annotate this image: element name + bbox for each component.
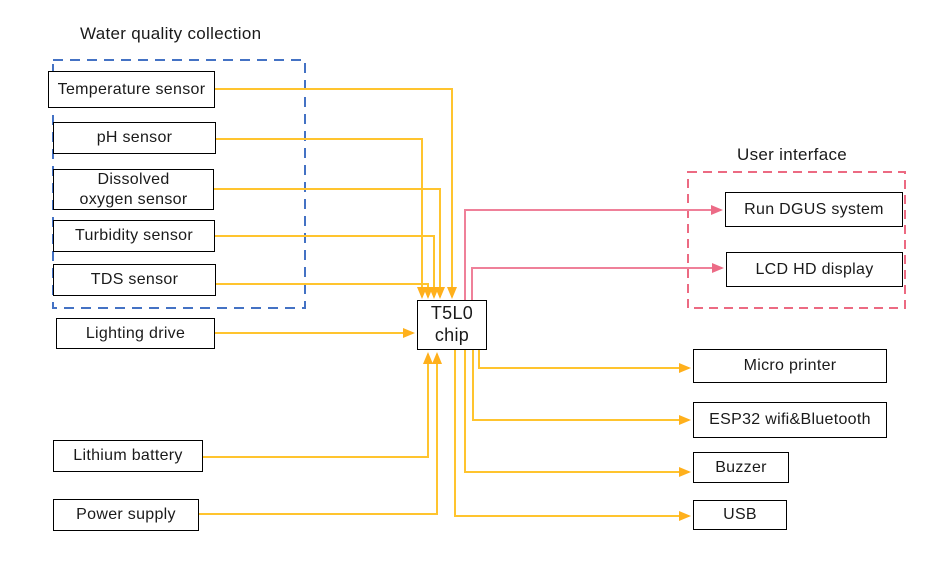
node-label-line2: oxygen sensor [79,190,188,208]
node-lcd-hd-display: LCD HD display [726,252,903,287]
node-label: ESP32 wifi&Bluetooth [709,411,871,429]
node-tds-sensor: TDS sensor [53,264,216,296]
node-label: Micro printer [743,357,837,375]
node-dissolved-oxygen-sensor: Dissolved oxygen sensor [53,169,214,210]
edge-chip-to-lcd [471,263,724,300]
user-interface-group-frame [687,171,906,309]
node-label: Run DGUS system [744,200,884,218]
node-lighting-drive: Lighting drive [56,318,215,349]
edge-turbidity-to-chip [215,235,439,299]
edge-dissolved-oxygen-to-chip [214,188,445,299]
node-micro-printer: Micro printer [693,349,887,383]
node-t5l0-chip: T5L0 chip [417,300,487,350]
node-buzzer: Buzzer [693,452,789,483]
node-label: Buzzer [715,458,767,476]
edge-temperature-to-chip [213,88,457,299]
node-label: Lithium battery [73,447,183,465]
node-turbidity-sensor: Turbidity sensor [53,220,215,252]
node-temperature-sensor: Temperature sensor [48,71,215,108]
node-ph-sensor: pH sensor [53,122,216,154]
node-label: TDS sensor [90,271,179,289]
node-label: Lighting drive [85,324,186,342]
edge-chip-to-esp32 [472,350,691,425]
water-quality-group-title: Water quality collection [80,24,262,43]
node-power-supply: Power supply [53,499,199,531]
node-label-line1: T5L0 [430,303,474,324]
edge-lithium-to-chip [203,352,433,458]
edge-power-to-chip [199,352,442,515]
node-lithium-battery: Lithium battery [53,440,203,472]
node-label: pH sensor [96,129,173,147]
node-label: LCD HD display [755,260,874,278]
node-run-dgus-system: Run DGUS system [725,192,903,227]
node-label: USB [723,506,757,524]
edge-tds-to-chip [216,283,433,299]
node-label: Temperature sensor [57,80,206,98]
node-label: Turbidity sensor [74,227,194,245]
node-label-line2: chip [434,325,470,345]
node-label: Power supply [76,506,176,524]
node-label-line1: Dissolved [97,170,170,188]
edge-chip-to-printer [478,350,691,373]
edge-chip-to-run-dgus [464,205,723,300]
node-usb: USB [693,500,787,530]
user-interface-group-title: User interface [737,145,848,164]
edge-ph-to-chip [216,138,427,299]
node-esp32-wifi-bluetooth: ESP32 wifi&Bluetooth [693,402,887,438]
edge-chip-to-buzzer [464,350,691,477]
edge-chip-to-usb [454,350,691,521]
